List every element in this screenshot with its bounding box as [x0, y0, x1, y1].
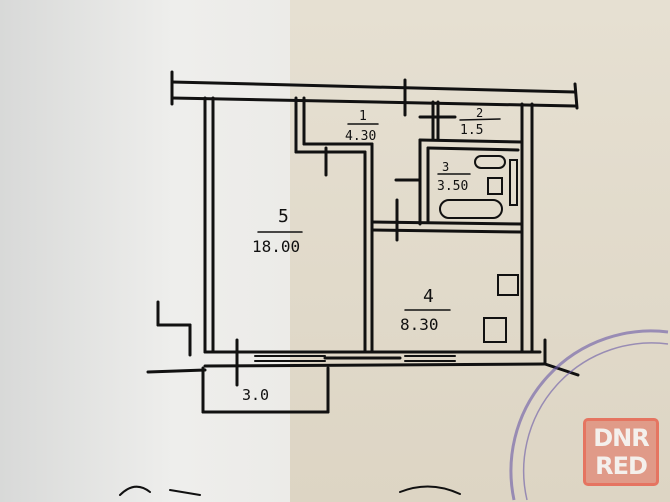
balcony-area: 3.0 — [242, 386, 269, 404]
watermark-line2: RED — [595, 452, 648, 480]
room-1-number: 1 — [359, 109, 367, 124]
sink-icon — [474, 155, 506, 169]
handwriting — [119, 485, 461, 496]
room-5-number: 5 — [278, 206, 289, 227]
fixtures — [439, 155, 519, 343]
walls — [146, 70, 580, 414]
watermark-line1: DNR — [593, 424, 650, 452]
stove-icon — [483, 317, 507, 343]
kitchen-sink-icon — [497, 274, 519, 296]
room-1-area: 4.30 — [345, 129, 376, 144]
watermark-logo: DNR RED — [583, 418, 659, 486]
room-3-area: 3.50 — [437, 179, 468, 194]
bathtub-icon — [439, 199, 503, 219]
toilet-icon — [487, 177, 503, 195]
room-2-area: 1.5 — [460, 123, 483, 138]
room-labels: 5 18.00 1 4.30 2 1.5 3 3.50 4 8.30 3.0 — [242, 106, 501, 404]
room-3-number: 3 — [442, 160, 449, 174]
room-4-area: 8.30 — [400, 315, 439, 334]
room-5-area: 18.00 — [252, 237, 300, 256]
radiator-icon — [509, 159, 518, 206]
room-2-number: 2 — [476, 106, 483, 120]
stamp — [509, 329, 669, 501]
room-4-number: 4 — [423, 286, 434, 307]
